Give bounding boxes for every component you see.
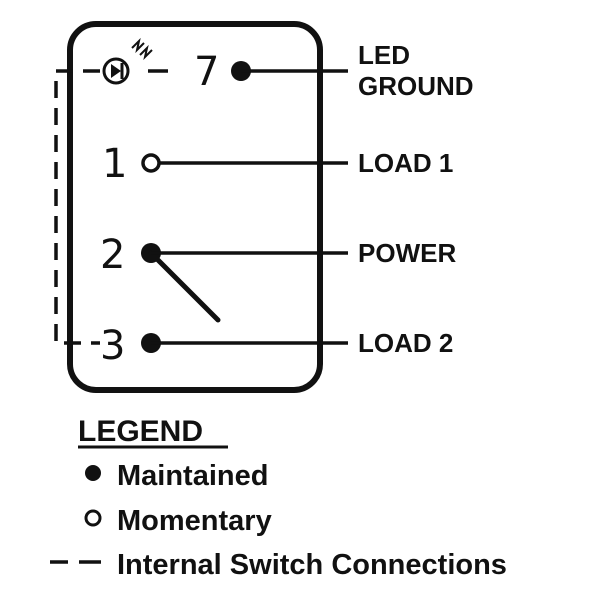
pin-1-number: 1 xyxy=(102,141,127,187)
pin-3-number: 3 xyxy=(100,323,125,369)
legend-title: LEGEND xyxy=(78,415,203,448)
legend-momentary: Momentary xyxy=(117,505,272,537)
internal-connection xyxy=(54,69,100,345)
switch-lever xyxy=(148,250,221,323)
legend-maintained: Maintained xyxy=(117,460,268,492)
internal-connection-path xyxy=(54,69,100,345)
label-load-1: LOAD 1 xyxy=(358,148,453,178)
pin-7-number: 7 xyxy=(194,49,219,95)
legend-internal-connections: Internal Switch Connections xyxy=(117,549,507,581)
label-ground: GROUND xyxy=(358,71,474,101)
legend-maintained-icon xyxy=(85,465,101,481)
pin-1-contact xyxy=(141,153,161,173)
label-led: LED xyxy=(358,40,410,70)
pin-2-number: 2 xyxy=(100,232,125,278)
led-icon xyxy=(102,37,153,85)
label-power: POWER xyxy=(358,238,456,268)
label-load-2: LOAD 2 xyxy=(358,328,453,358)
switch-body xyxy=(67,21,323,393)
legend-momentary-icon xyxy=(84,509,102,527)
